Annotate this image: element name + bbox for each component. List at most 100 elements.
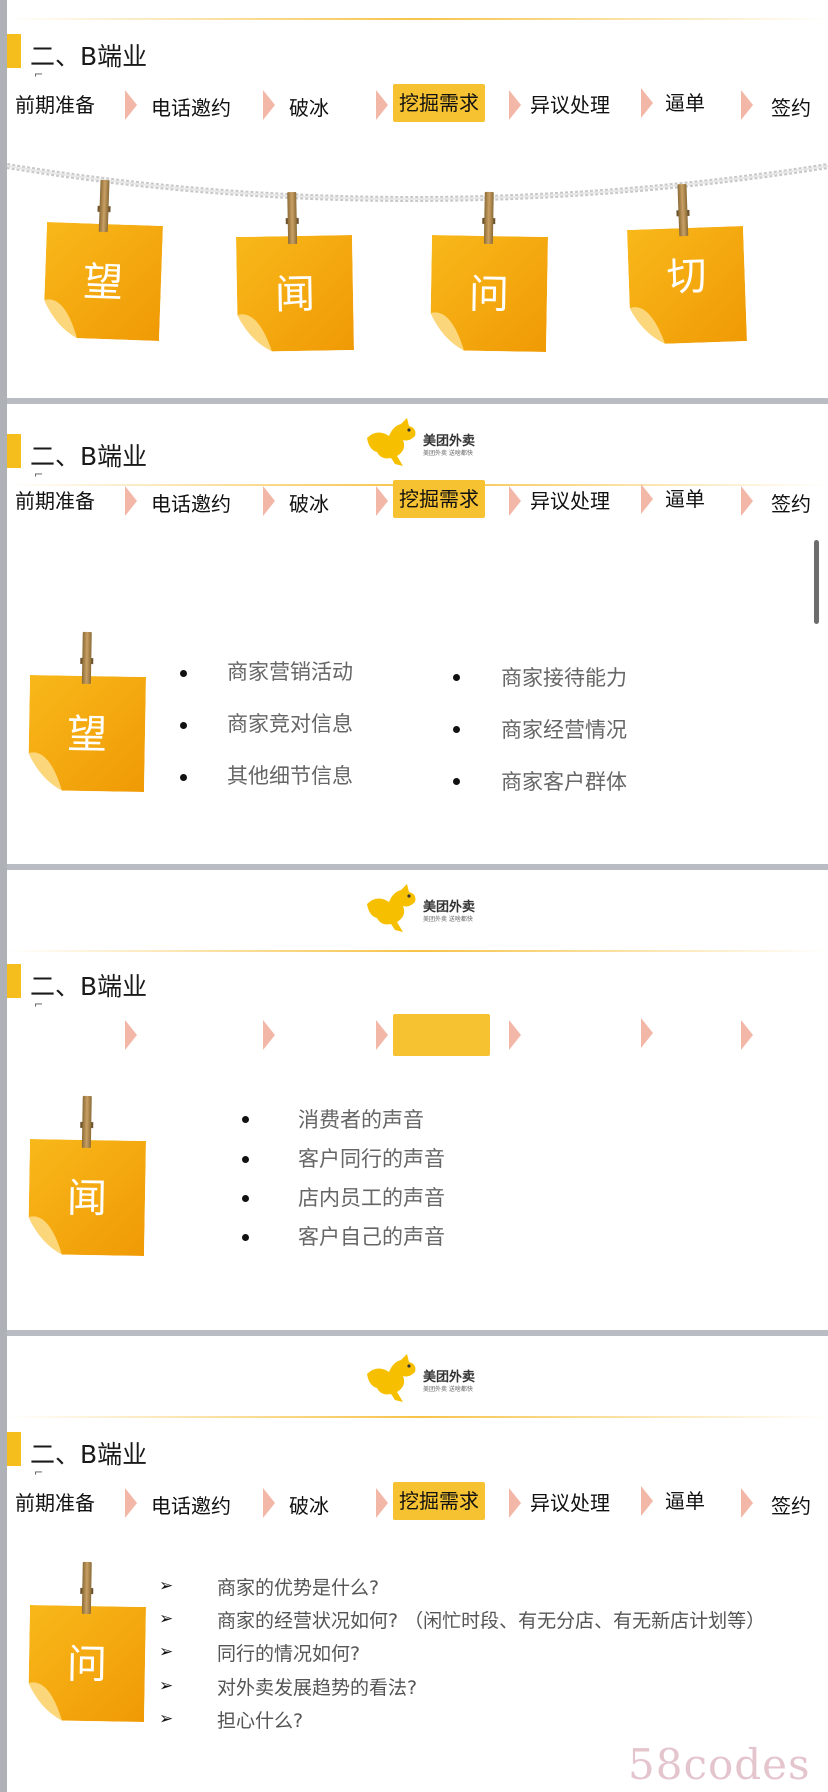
step-arrow-icon (376, 1020, 388, 1050)
sticky-note-icon (44, 222, 163, 341)
step-arrow-icon (376, 90, 388, 120)
logo-name: 美团外卖 (423, 434, 476, 449)
title-accent-bar (7, 434, 21, 468)
bullet-item: 商家接待能力 (501, 666, 627, 690)
note-wen-ask: 问 (28, 1561, 146, 1723)
step-arrow-icon (641, 88, 653, 118)
sticky-note-icon (627, 226, 747, 344)
clothespin-icon (81, 631, 92, 685)
bullet-dot (242, 1234, 249, 1241)
clothespin-icon (81, 1095, 92, 1149)
clothespin-icon (98, 179, 110, 233)
watermark: 58codes (628, 1740, 811, 1789)
title-accent-bar (7, 964, 21, 998)
title-mark: ⌐ (34, 998, 44, 1011)
step-arrow-icon (741, 1020, 753, 1050)
slide-2: 美团外卖 美团外卖 送啥都快 二、B端业 ⌐ 前期准备 电话邀约 破冰 挖掘需求… (7, 404, 828, 864)
arrow-bullet-icon: ➢ (159, 1576, 174, 1596)
scrollbar-thumb[interactable] (814, 540, 819, 624)
step-prep: 前期准备 (15, 93, 95, 117)
note-wang: 望 (28, 631, 146, 793)
question-item: 商家的优势是什么? (217, 1577, 380, 1599)
step-discover-active: 挖掘需求 (393, 84, 485, 122)
step-arrow-icon (263, 1488, 275, 1518)
bullet-item: 客户同行的声音 (298, 1147, 445, 1171)
question-item: 对外卖发展趋势的看法? (217, 1677, 418, 1699)
meituan-logo: 美团外卖 美团外卖 送啥都快 (363, 416, 493, 470)
step-discover-active: 挖掘需求 (393, 480, 485, 518)
section-title: 二、B端业 (30, 972, 148, 1001)
note-wen2: 问 (430, 191, 548, 353)
step-arrow-icon (125, 486, 137, 516)
step-arrow-icon (641, 1486, 653, 1516)
bullet-dot (242, 1156, 249, 1163)
note-char: 望 (82, 259, 124, 307)
title-accent-bar (7, 1432, 21, 1466)
sticky-note-icon (28, 1138, 146, 1257)
logo-name: 美团外卖 (423, 1370, 476, 1385)
note-char: 望 (66, 711, 108, 759)
arrow-bullet-icon: ➢ (159, 1609, 174, 1629)
question-item: 同行的情况如何? (217, 1643, 361, 1665)
bullet-dot (242, 1116, 249, 1123)
step-arrow-icon (125, 1020, 137, 1050)
bullet-item: 商家营销活动 (227, 660, 353, 684)
step-arrow-icon (376, 1488, 388, 1518)
step-arrow-icon (263, 90, 275, 120)
note-char: 问 (66, 1641, 108, 1689)
title-accent-bar (7, 34, 21, 68)
step-close: 逼单 (665, 1489, 705, 1513)
bullet-item: 商家竞对信息 (227, 712, 353, 736)
slide-3: 美团外卖 美团外卖 送啥都快 二、B端业 ⌐ 闻 消费者的声音 客户同行的声音 … (7, 870, 828, 1330)
sticky-note-icon (236, 234, 354, 352)
step-arrow-icon (125, 90, 137, 120)
step-prep: 前期准备 (15, 1491, 95, 1515)
logo-tagline: 美团外卖 送啥都快 (423, 450, 473, 457)
bullet-dot (180, 670, 187, 677)
slide-4: 美团外卖 美团外卖 送啥都快 二、B端业 ⌐ 前期准备 电话邀约 破冰 挖掘需求… (7, 1336, 828, 1792)
bullet-item: 其他细节信息 (227, 764, 353, 788)
slide-1: 二、B端业 ⌐ 前期准备 电话邀约 破冰 挖掘需求 异议处理 逼单 签约 望 闻 (7, 0, 828, 398)
note-wang: 望 (43, 179, 163, 341)
step-icebreak: 破冰 (289, 1494, 329, 1518)
step-close: 逼单 (665, 487, 705, 511)
note-char: 切 (665, 253, 708, 301)
logo-name: 美团外卖 (423, 900, 476, 915)
step-arrow-icon (741, 486, 753, 516)
bullet-item: 消费者的声音 (298, 1108, 424, 1132)
clothespin-icon (81, 1561, 92, 1615)
clothespin-icon (677, 183, 689, 237)
note-char: 闻 (66, 1175, 108, 1223)
note-qie: 切 (627, 183, 747, 345)
question-item: 商家的经营状况如何? （闲忙时段、有无分店、有无新店计划等） (217, 1610, 766, 1632)
step-arrow-icon (641, 484, 653, 514)
note-char: 闻 (274, 271, 316, 319)
title-mark: ⌐ (34, 68, 44, 81)
bullet-item: 商家经营情况 (501, 718, 627, 742)
bullet-item: 店内员工的声音 (298, 1186, 445, 1210)
step-arrow-icon (741, 1488, 753, 1518)
step-active-highlight (393, 1014, 490, 1056)
step-discover-active: 挖掘需求 (393, 1482, 485, 1520)
section-title: 二、B端业 (30, 1440, 148, 1469)
header-divider (7, 18, 828, 20)
step-sign: 签约 (771, 1494, 811, 1518)
sticky-note-icon (28, 1604, 146, 1723)
step-call: 电话邀约 (151, 492, 231, 516)
step-arrow-icon (509, 90, 521, 120)
bullet-dot (453, 726, 460, 733)
step-objection: 异议处理 (530, 489, 610, 513)
left-edge-bar (0, 0, 7, 1792)
step-icebreak: 破冰 (289, 96, 329, 120)
step-objection: 异议处理 (530, 93, 610, 117)
meituan-logo: 美团外卖 美团外卖 送啥都快 (363, 882, 493, 936)
title-mark: ⌐ (34, 1466, 44, 1479)
arrow-bullet-icon: ➢ (159, 1709, 174, 1729)
title-mark: ⌐ (34, 468, 44, 481)
meituan-logo: 美团外卖 美团外卖 送啥都快 (363, 1352, 493, 1406)
step-arrow-icon (509, 486, 521, 516)
step-arrow-icon (509, 1488, 521, 1518)
logo-tagline: 美团外卖 送啥都快 (423, 1386, 473, 1393)
arrow-bullet-icon: ➢ (159, 1676, 174, 1696)
bullet-dot (453, 778, 460, 785)
